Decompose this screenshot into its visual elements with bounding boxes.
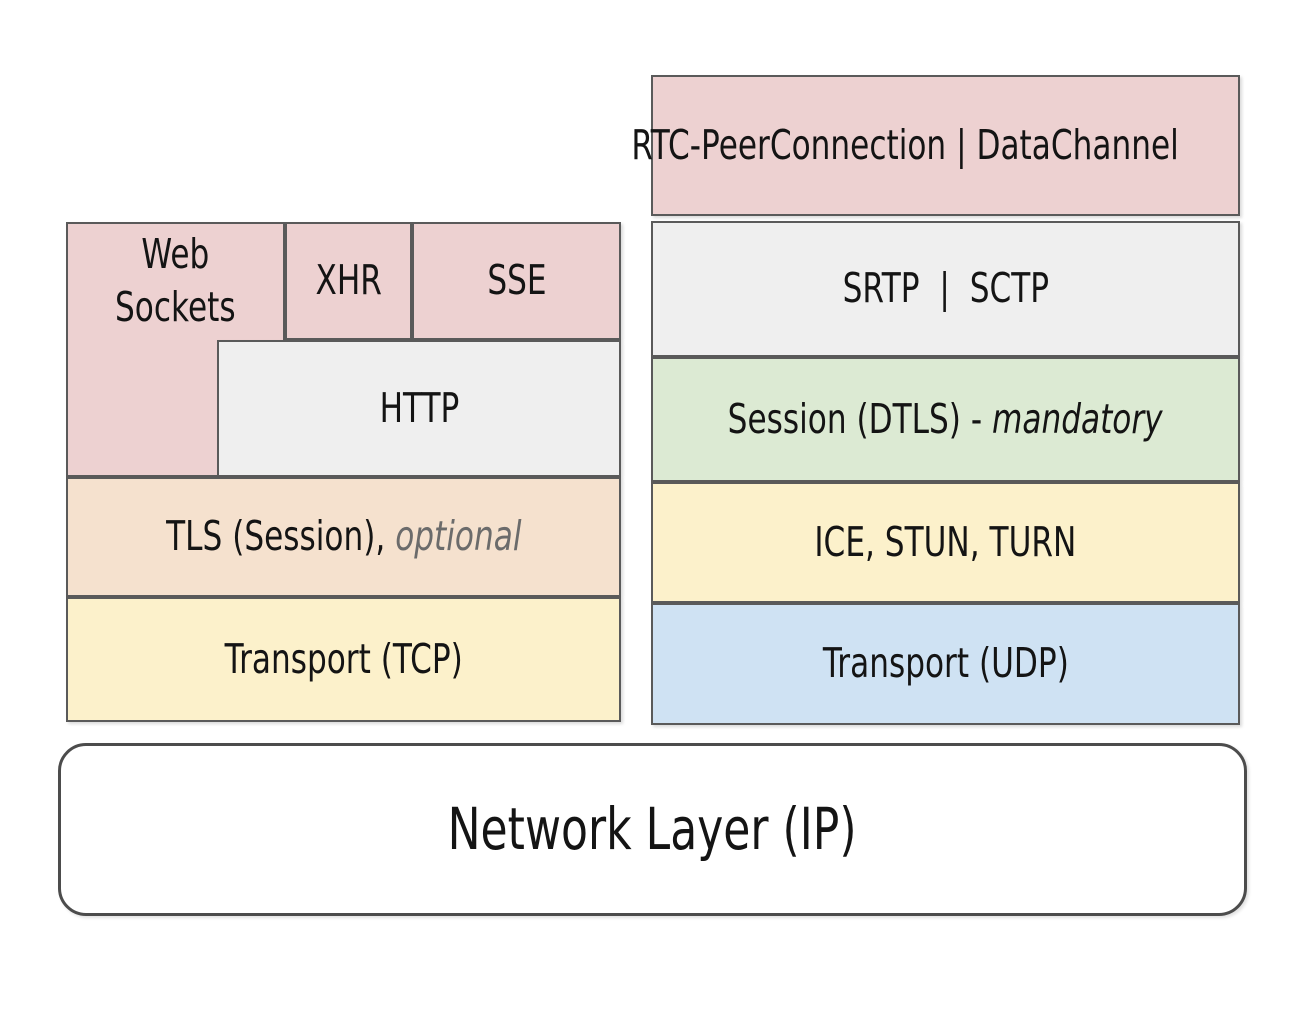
block-tls: TLS (Session), optional [66,477,621,597]
tcp-label: Transport (TCP) [224,634,463,683]
block-tcp: Transport (TCP) [66,597,621,722]
tls-label-main: TLS (Session), [165,512,395,561]
rtc-peerconnection-label: RTC-PeerConnection | DataChannel [631,120,1180,169]
block-http: HTTP [217,340,621,477]
ice-stun-turn-label: ICE, STUN, TURN [814,517,1077,566]
block-srtp-sctp: SRTP | SCTP [651,221,1240,357]
block-rtc-peerconnection: RTC-PeerConnection | DataChannel [632,75,1240,216]
block-dtls: Session (DTLS) - mandatory [651,357,1240,482]
network-layer-label: Network Layer (IP) [448,795,857,864]
block-udp: Transport (UDP) [651,603,1240,725]
dtls-label: Session (DTLS) - mandatory [728,394,1163,445]
sse-label: SSE [486,256,547,305]
xhr-label: XHR [315,256,382,305]
websockets-label-line1: Web [141,229,210,278]
srtp-sctp-label: SRTP | SCTP [842,264,1049,313]
block-network-layer: Network Layer (IP) [58,743,1247,916]
tls-label-optional: optional [394,512,522,561]
block-ice-stun-turn: ICE, STUN, TURN [651,482,1240,603]
block-xhr: XHR [285,222,412,340]
websockets-label-line2: Sockets [115,283,236,331]
block-sse: SSE [412,222,621,340]
http-label: HTTP [379,383,459,432]
dtls-label-main: Session (DTLS) - [728,394,993,443]
tls-label: TLS (Session), optional [166,511,521,562]
udp-label: Transport (UDP) [822,639,1069,688]
dtls-label-mandatory: mandatory [992,394,1163,443]
